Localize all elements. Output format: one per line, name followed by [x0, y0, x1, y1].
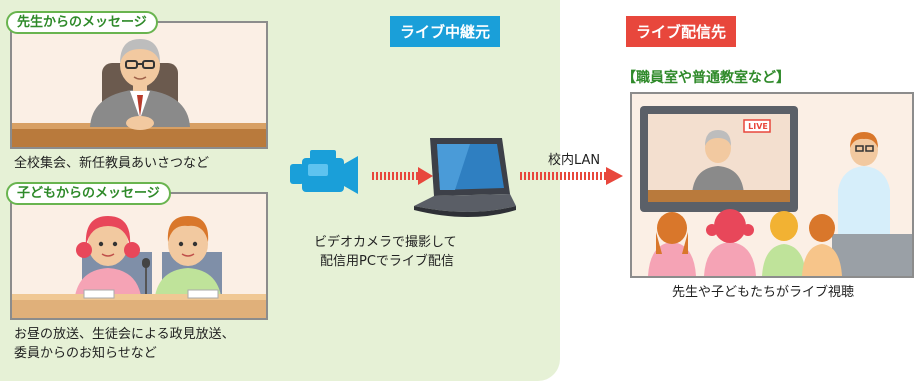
source-caption-line2: 配信用PCでライブ配信 [320, 254, 454, 269]
destination-title: ライブ配信先 [626, 16, 737, 47]
source-caption-line1: ビデオカメラで撮影して [314, 235, 457, 250]
television-icon [640, 106, 912, 276]
teacher-message-label: 先生からのメッセージ [6, 11, 158, 34]
child-message-caption-line2: 委員からのお知らせなど [14, 346, 157, 361]
lan-label: 校内LAN [548, 153, 601, 168]
teacher-message-caption: 全校集会、新任教員あいさつなど [14, 156, 210, 171]
children-scene [10, 192, 268, 320]
teacher-scene [10, 21, 268, 149]
dotted-arrow-icon [520, 167, 623, 185]
laptop-icon [414, 138, 516, 217]
child-message-caption-line1: お昼の放送、生徒会による政見放送、 [14, 327, 235, 342]
video-camera-icon [290, 150, 358, 194]
destination-subtitle: 【職員室や普通教室など】 [622, 70, 790, 86]
dotted-arrow-camera-to-pc [372, 167, 433, 185]
classroom-scene: LIVE [630, 92, 914, 278]
teacher-illustration [12, 39, 266, 147]
destination-caption: 先生や子どもたちがライブ視聴 [672, 285, 855, 300]
live-badge: LIVE [748, 122, 768, 131]
source-title: ライブ中継元 [390, 16, 501, 47]
children-illustration [12, 216, 266, 318]
child-message-label: 子どもからのメッセージ [6, 182, 171, 205]
